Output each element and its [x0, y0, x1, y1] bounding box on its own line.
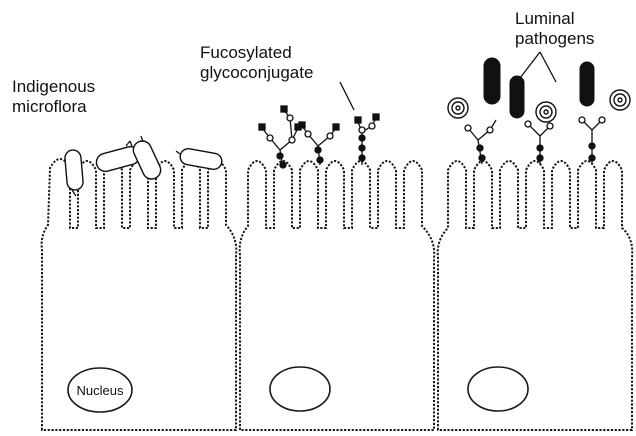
indigenous-label-line1: Indigenous — [12, 77, 95, 96]
fucosylated-label-line1: Fucosylated — [200, 43, 292, 62]
luminal-label-line1: Luminal — [515, 9, 575, 28]
nucleus-cell-3 — [468, 367, 528, 411]
indigenous-label-line2: microflora — [12, 97, 87, 116]
luminal-pointer-2 — [540, 52, 556, 82]
epithelial-cell-3 — [438, 161, 633, 430]
glycoconjugates-cell-3 — [465, 117, 605, 164]
fucosylated-label-line2: glycoconjugate — [200, 63, 313, 82]
rod-pathogens — [484, 58, 594, 118]
luminal-label-line2: pathogens — [515, 29, 594, 48]
luminal-pointer-1 — [520, 52, 540, 78]
nucleus-cell-2 — [270, 367, 330, 411]
glycoconjugates-cell-2 — [259, 106, 379, 168]
nucleus-label: Nucleus — [77, 383, 124, 398]
fucosylated-pointer — [340, 82, 354, 110]
epithelial-cell-2 — [240, 161, 435, 430]
